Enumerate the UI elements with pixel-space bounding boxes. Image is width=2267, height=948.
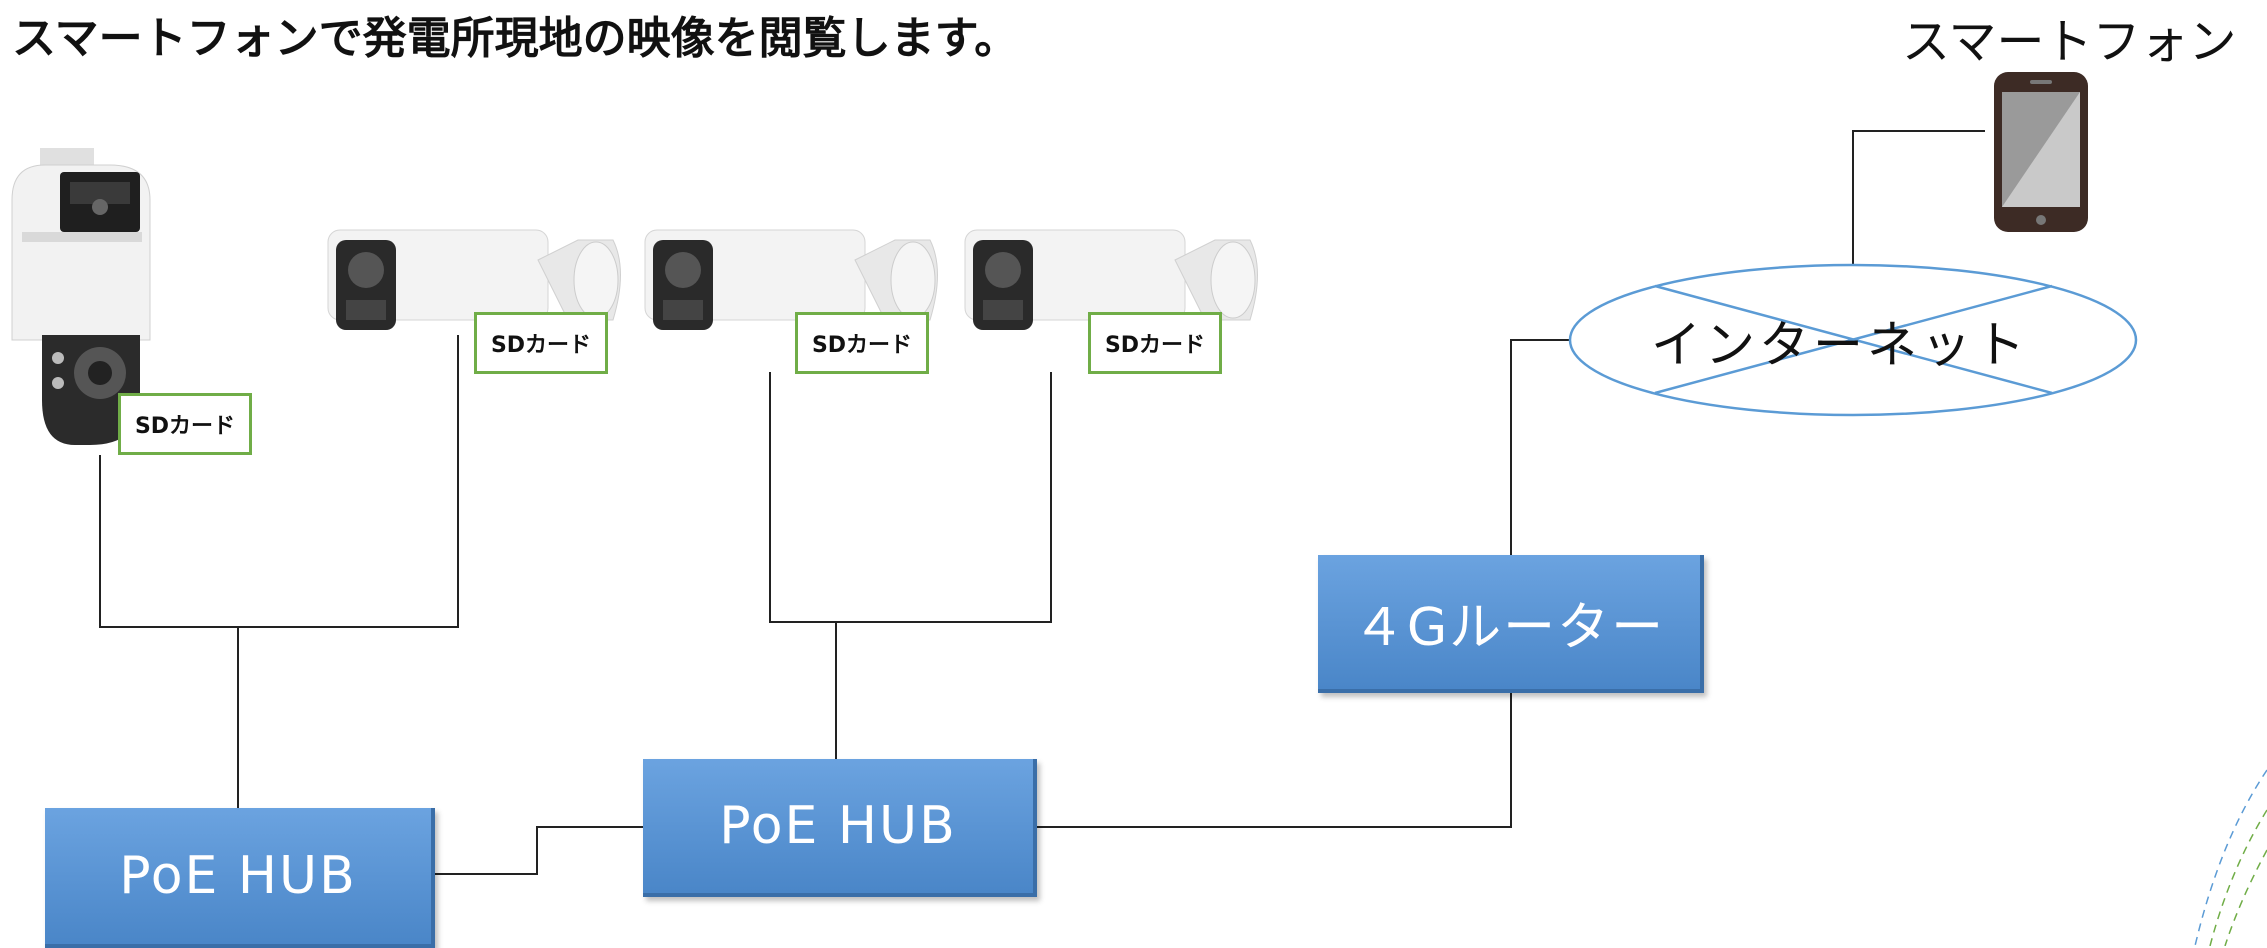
- smartphone-icon: [1994, 72, 2088, 232]
- sd-card-label-ptz: SDカード: [118, 393, 252, 455]
- wire-internet-to-phone: [1852, 130, 1985, 265]
- smartphone-label: スマートフォン: [1902, 14, 2237, 70]
- poe-hub-1-box: PoE HUB: [45, 808, 435, 948]
- internet-cloud-icon: [1568, 263, 2138, 417]
- internet-label: インターネット: [1651, 316, 2029, 374]
- sd-card-label-camera-2: SDカード: [795, 312, 929, 374]
- wire-hub1-to-hub2: [433, 826, 643, 875]
- poe-hub-2-box: PoE HUB: [643, 759, 1037, 897]
- wire-cams-to-hub2: [769, 372, 1052, 623]
- ptz-camera-icon: [11, 148, 151, 445]
- sd-card-label-camera-1: SDカード: [474, 312, 608, 374]
- page-title: スマートフォンで発電所現地の映像を閲覧します。: [12, 13, 1019, 64]
- wire-hub2-to-router: [1034, 692, 1512, 828]
- wire-ptz-to-hub1: [99, 335, 459, 628]
- bullet-camera-icon: [327, 229, 1258, 330]
- sd-card-label-camera-3: SDカード: [1088, 312, 1222, 374]
- wire-router-to-internet: [1510, 339, 1570, 555]
- router-4g-box: ４Gルーター: [1318, 555, 1704, 693]
